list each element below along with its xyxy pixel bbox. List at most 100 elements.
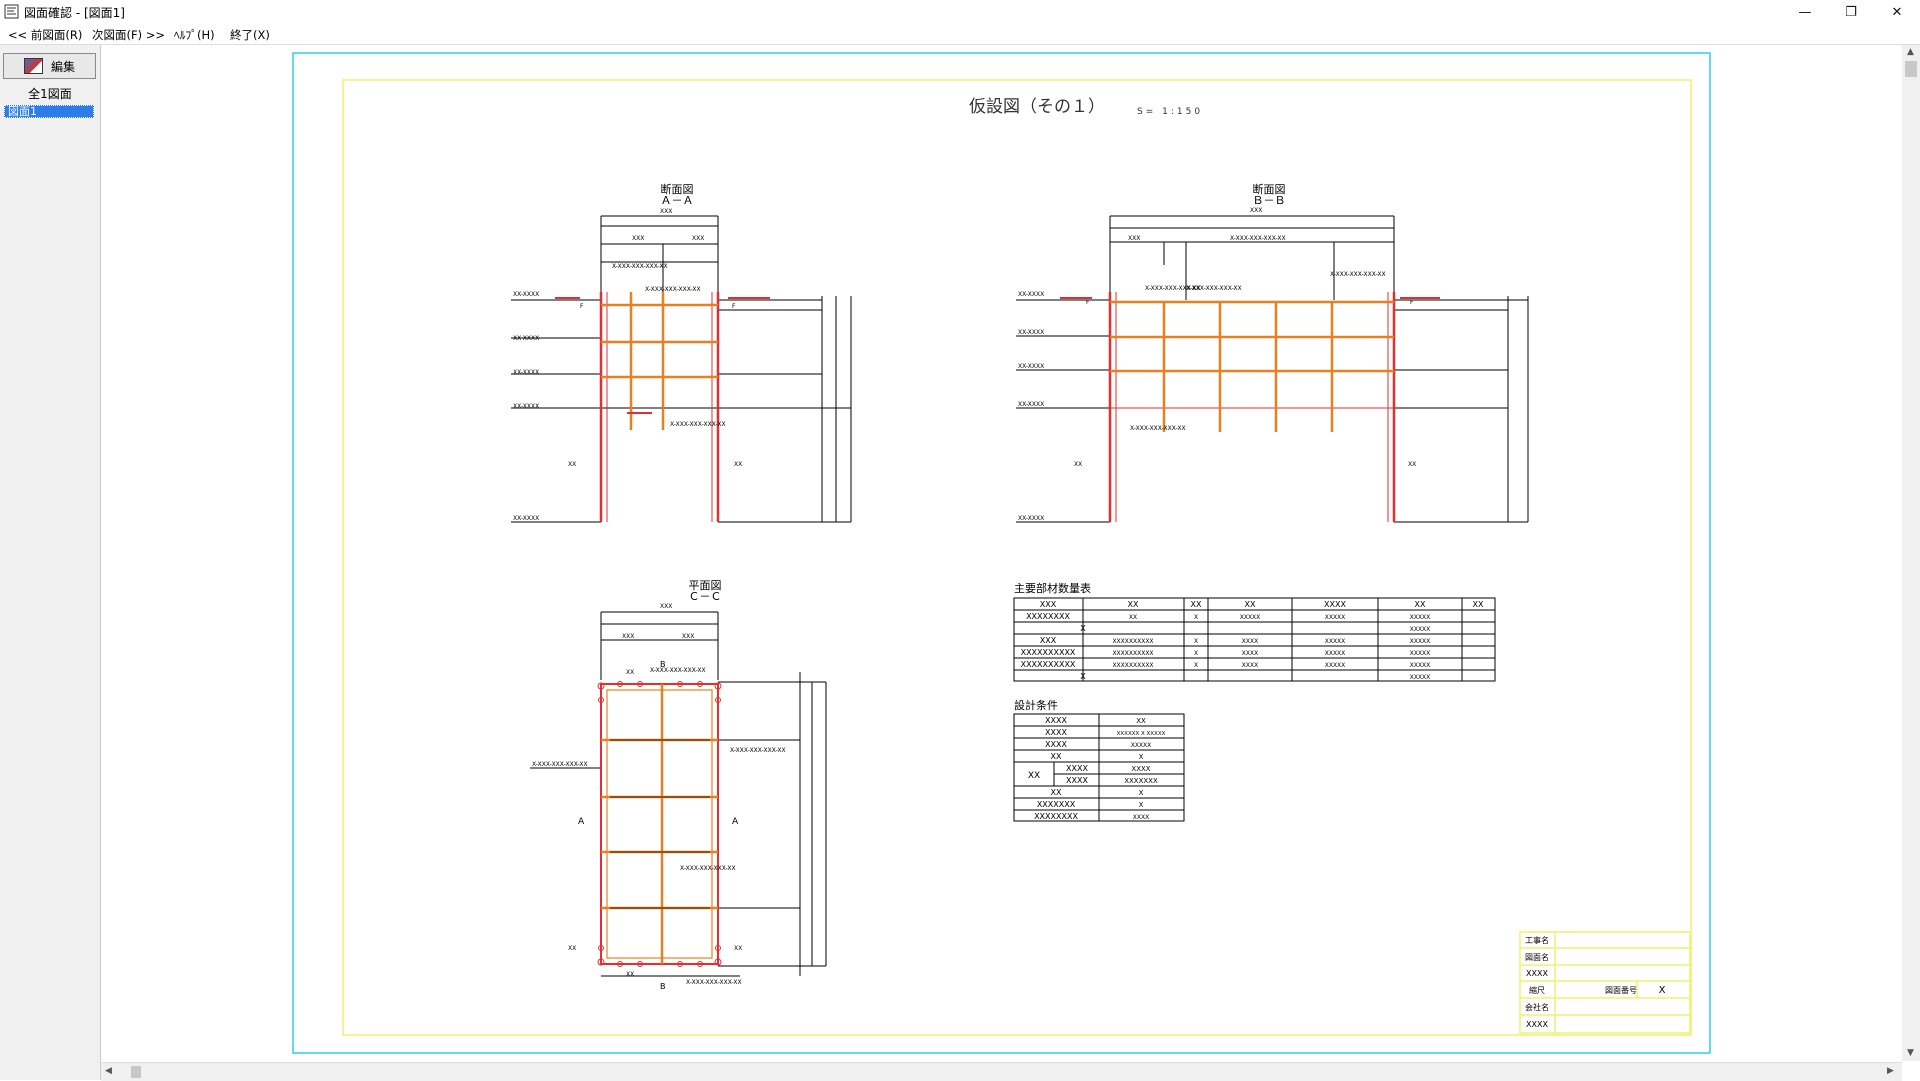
menu-help[interactable]: ﾍﾙﾌﾟ(H) [174, 28, 215, 42]
drawing-sheet: 仮設図（その１） S= 1:150 断面図 Ａ－Ａ [292, 52, 1711, 1054]
mt-cell: XXXXX [1410, 662, 1431, 669]
mark-label: XX [568, 945, 576, 952]
elev-label: XX-XXXX [513, 515, 539, 522]
mark-label: XX [626, 669, 634, 676]
dt-cell: XXXXXXX [1037, 800, 1076, 809]
design-table-title: 設計条件 [1014, 698, 1058, 712]
dt-cell: XXXXXX X XXXXX [1117, 731, 1166, 737]
title-bar: 図面確認 - [図面1] — ❐ ✕ [0, 0, 1920, 24]
mt-cell: XXXXX [1240, 614, 1261, 621]
dt-cell: XXXXXXXX [1034, 812, 1078, 821]
dt-cell: XX [1136, 717, 1146, 725]
dim-label: XXX [682, 633, 694, 640]
drawing-count-label: 全1図面 [28, 87, 72, 101]
close-button[interactable]: ✕ [1891, 4, 1903, 20]
scroll-up-icon[interactable]: ▲ [1907, 47, 1914, 57]
mt-cell: XXXX [1242, 638, 1258, 645]
mt-cell: XXXXX [1325, 650, 1346, 657]
drawing-scale: S= 1:150 [1137, 107, 1203, 117]
long-label: X-XXX-XXX-XXX-XX [1230, 235, 1286, 242]
mt-header-cell: XX [1415, 600, 1426, 609]
section-bb-title: 断面図 [1253, 182, 1286, 196]
menu-next-drawing[interactable]: 次図面(F) >> [92, 28, 166, 42]
mt-cell: XXXXXXXX [1026, 612, 1070, 621]
vertical-scroll-thumb[interactable] [1905, 61, 1917, 77]
tb-label: 会社名 [1525, 1002, 1549, 1012]
plan-cc: 平面図 Ｃ－Ｃ [530, 579, 827, 991]
tb-value: X [1659, 985, 1666, 996]
edit-button-label: 編集 [50, 59, 75, 74]
section-aa-title: 断面図 [661, 182, 694, 196]
long-label: X-XXX-XXX-XXX-XX [650, 667, 706, 674]
elev-label: XX-XXXX [513, 369, 539, 376]
elev-label: XX-XXXX [513, 403, 539, 410]
horizontal-scroll-thumb[interactable] [131, 1066, 141, 1078]
dt-cell: XXXX [1045, 740, 1067, 749]
long-label: X-XXX-XXX-XXX-XX [645, 286, 701, 293]
menu-exit[interactable]: 終了(X) [230, 28, 270, 42]
long-label: X-XXX-XXX-XXX-XX [1330, 271, 1386, 278]
mt-cell: X [1194, 638, 1198, 645]
mt-header-cell: XXXX [1324, 600, 1346, 609]
edit-button[interactable]: 編集 [3, 53, 96, 79]
mt-cell: XX [1129, 614, 1137, 621]
mt-cell: XXXXX [1325, 614, 1346, 621]
plan-cc-title: 平面図 [689, 579, 722, 592]
mt-header-cell: XX [1191, 600, 1202, 609]
long-label: X-XXX-XXX-XXX-XX [532, 761, 588, 768]
mark-label: XX [1408, 461, 1416, 468]
long-label: X-XXX-XXX-XXX-XX [1145, 285, 1201, 292]
mt-header-cell: XX [1473, 600, 1484, 609]
mt-cell: XXX [1040, 636, 1057, 645]
scroll-left-icon[interactable]: ◀ [105, 1066, 112, 1076]
dim-label: XXX [1250, 207, 1262, 214]
elev-label: XX-XXXX [1018, 401, 1044, 408]
mt-cell: XXXXXXXXXX [1112, 650, 1153, 657]
f-mark: F [1410, 299, 1414, 306]
mt-cell: XXXXXXXXXX [1112, 662, 1153, 669]
mt-cell: X [1080, 624, 1086, 633]
vertical-scrollbar[interactable]: ▲ ▼ [1902, 45, 1920, 1061]
drawing-list-item[interactable]: 図面1 [4, 105, 94, 118]
dim-label: XXX [692, 235, 704, 242]
scroll-right-icon[interactable]: ▶ [1887, 1066, 1894, 1076]
mt-cell: XXXXXXXXXX [1021, 648, 1076, 657]
dim-label: XXX [622, 633, 634, 640]
dt-cell: XXXXXXX [1124, 777, 1158, 785]
drawing-title: 仮設図（その１） [969, 97, 1105, 117]
design-table: 設計条件 XXXX XX XXXX XXXXXX X XXXXX XXXX XX… [1013, 698, 1185, 822]
mt-cell: XXXX [1242, 662, 1258, 669]
long-label: X-XXX-XXX-XXX-XX [612, 263, 668, 270]
dt-cell: X [1139, 789, 1144, 797]
edit-icon [23, 58, 43, 74]
tb-label: XXXX [1526, 969, 1548, 978]
elev-label: XX-XXXX [1018, 515, 1044, 522]
long-label: X-XXX-XXX-XXX-XX [670, 421, 726, 428]
tb-label: 図面名 [1525, 952, 1549, 962]
elev-label: XX-XXXX [513, 291, 539, 298]
dim-label: XXX [632, 235, 644, 242]
dt-group-label: XX [1028, 771, 1040, 781]
mt-cell: XXXX [1242, 650, 1258, 657]
mark-label: XX [734, 945, 742, 952]
drawing-canvas[interactable]: 仮設図（その１） S= 1:150 断面図 Ａ－Ａ [101, 45, 1901, 1061]
horizontal-scrollbar[interactable]: ◀ ▶ [101, 1062, 1902, 1081]
materials-table: 主要部材数量表 XXX XX XX XX XXXX XX XX XXXX [1013, 581, 1496, 682]
dt-cell: XXXX [1131, 765, 1150, 773]
minimize-button[interactable]: — [1798, 4, 1812, 20]
plan-b-mark: B [660, 660, 666, 669]
menu-prev-drawing[interactable]: << 前図面(R) [8, 28, 83, 42]
menu-bar: << 前図面(R) 次図面(F) >> ﾍﾙﾌﾟ(H) 終了(X) [0, 24, 1920, 45]
scroll-down-icon[interactable]: ▼ [1907, 1048, 1914, 1058]
mark-label: XX [734, 461, 742, 468]
dt-cell: XX [1051, 752, 1062, 761]
dt-cell: XXXXX [1131, 742, 1152, 749]
dt-cell: XXXX [1045, 728, 1067, 737]
mt-header-cell: XX [1245, 600, 1256, 609]
app-icon [4, 4, 19, 19]
dt-cell: X [1139, 753, 1144, 761]
mt-cell: XXXXX [1410, 614, 1431, 621]
dt-cell: XX [1051, 788, 1062, 797]
plan-cc-sub: Ｃ－Ｃ [689, 590, 722, 603]
restore-button[interactable]: ❐ [1845, 4, 1857, 20]
